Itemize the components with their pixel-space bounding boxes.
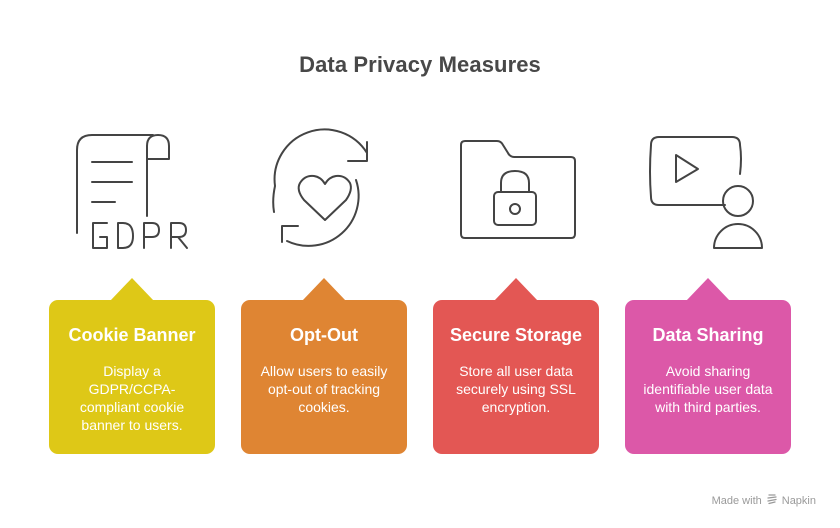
- made-with-napkin-link[interactable]: Made with Napkin: [712, 493, 816, 508]
- card-pointer: [686, 278, 730, 301]
- card-secure-storage: Secure Storage Store all user data secur…: [433, 278, 599, 454]
- video-user-icon: [625, 128, 791, 258]
- locked-folder-icon: [433, 128, 599, 258]
- napkin-brand-label: Napkin: [781, 494, 816, 507]
- card-data-sharing: Data Sharing Avoid sharing identifiable …: [625, 278, 791, 454]
- card-cookie-banner: Cookie Banner Display a GDPR/CCPA-compli…: [49, 278, 215, 454]
- card-pointer: [494, 278, 538, 301]
- card-opt-out: Opt-Out Allow users to easily opt-out of…: [241, 278, 407, 454]
- card-description: Store all user data securely using SSL e…: [456, 363, 576, 415]
- card-description: Allow users to easily opt-out of trackin…: [260, 363, 388, 415]
- heart-refresh-icon: [241, 128, 407, 258]
- gdpr-document-icon: [49, 128, 215, 258]
- card-description: Avoid sharing identifiable user data wit…: [643, 363, 773, 415]
- card-title: Cookie Banner: [68, 325, 196, 345]
- card-title: Data Sharing: [652, 325, 764, 345]
- card-description: Display a GDPR/CCPA-compliant cookie ban…: [79, 363, 185, 433]
- card-title: Secure Storage: [449, 325, 583, 345]
- napkin-logo-icon: [766, 493, 778, 508]
- diagram-title: Data Privacy Measures: [299, 52, 541, 77]
- card-title: Opt-Out: [290, 325, 358, 345]
- made-with-label: Made with: [711, 494, 762, 507]
- card-pointer: [110, 278, 154, 301]
- card-pointer: [302, 278, 346, 301]
